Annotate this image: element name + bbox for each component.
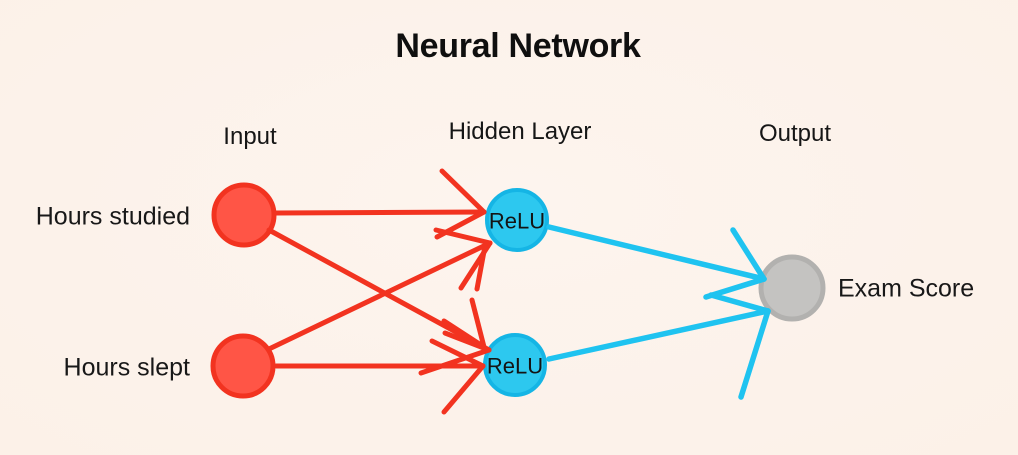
arrowhead-e5-arm1: [441, 318, 487, 350]
column-label-hidden: Hidden Layer: [448, 118, 592, 145]
edge-input-hours-studied-to-hidden-relu-2: [266, 227, 492, 353]
node-text-hidden-relu-2: ReLU: [487, 354, 543, 379]
edge-hidden-relu-2-to-output-exam-score: [546, 308, 771, 362]
arrowhead-e3-arm1: [433, 227, 493, 246]
column-label-output: Output: [758, 120, 832, 147]
node-label-hours-studied: Hours studied: [35, 202, 190, 231]
arrowhead-e7-arm1: [708, 292, 771, 314]
arrowhead-e4-arm2: [441, 363, 486, 415]
diagram-title: Neural Network: [395, 27, 641, 65]
arrowhead-e7-arm2: [738, 308, 771, 400]
node-input-hours-studied: [211, 182, 277, 248]
edge-input-hours-slept-to-hidden-relu-1: [266, 240, 493, 352]
arrowhead-e4-arm1: [429, 338, 486, 369]
edge-hidden-relu-1-to-hidden-relu-2-seg2: [469, 297, 487, 350]
node-label-hours-slept: Hours slept: [63, 353, 190, 382]
node-text-hidden-relu-1: ReLU: [489, 209, 545, 234]
node-label-exam-score: Exam Score: [838, 274, 975, 303]
edge-hidden-relu-1-to-output-exam-score: [546, 224, 767, 282]
arrowhead-e1-arm1: [439, 168, 487, 215]
node-input-hours-slept: [210, 333, 276, 399]
arrowhead-e6-arm1: [730, 227, 767, 282]
column-label-input: Input: [223, 123, 277, 150]
edge-hidden-relu-1-to-hidden-relu-2-seg1: [474, 243, 488, 292]
node-hidden-relu-1: [485, 188, 549, 252]
node-output-exam-score: [758, 254, 826, 322]
edge-input-hours-studied-to-hidden-relu-1: [273, 209, 487, 216]
arrowhead-e2-arm2: [418, 347, 492, 376]
